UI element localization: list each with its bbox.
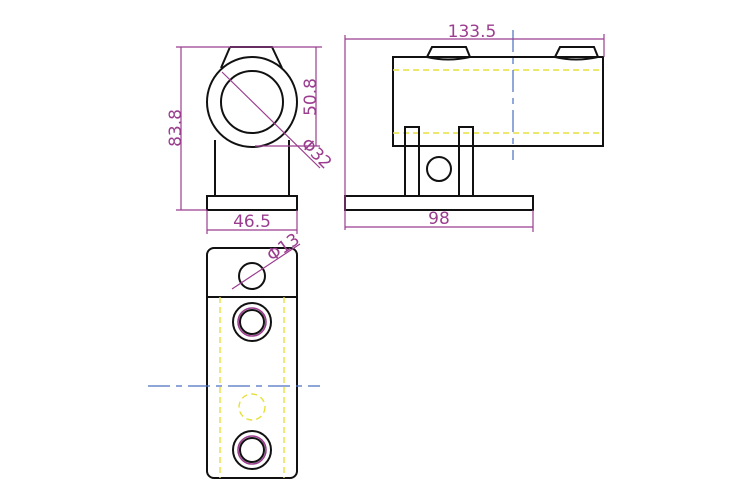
- counterbore-mid-1: [237, 307, 267, 337]
- side-view: 133.5 98: [344, 22, 605, 232]
- top-hole: [238, 262, 266, 290]
- saddle-bump-1: [425, 46, 472, 61]
- counterbore-inner-1: [239, 309, 265, 335]
- saddle-bump-2: [553, 46, 600, 61]
- dim-50-8-label: 50.8: [301, 78, 321, 116]
- dim-phi32-label: Φ32: [296, 134, 335, 173]
- base-plate: [206, 195, 298, 211]
- stem: [214, 140, 290, 196]
- front-view: 83.8 50.8 Φ32 46.5: [166, 46, 335, 234]
- dim-line-phi32: [221, 71, 321, 169]
- side-base-plate: [344, 195, 534, 211]
- dim-98-label: 98: [428, 209, 450, 229]
- dim-line-83-8: [176, 46, 322, 211]
- hidden-side-lines: [219, 297, 285, 478]
- dim-46-5-label: 46.5: [233, 212, 271, 232]
- dim-line-50-8: [255, 47, 320, 147]
- counterbore-outer-2: [232, 430, 272, 470]
- bottom-view: Φ13: [148, 230, 320, 479]
- pin-hole: [426, 156, 452, 182]
- counterbore-inner-2: [239, 437, 265, 463]
- tube-outer-circle: [206, 56, 298, 148]
- hidden-hole: [238, 393, 266, 421]
- post-right: [458, 126, 474, 197]
- bottom-outline: [206, 247, 298, 479]
- dim-133-5-label: 133.5: [448, 22, 497, 42]
- dim-83-8-label: 83.8: [166, 109, 186, 147]
- tube-body: [392, 56, 604, 147]
- dim-line-98: [345, 210, 534, 232]
- dim-line-phi13: [231, 243, 301, 290]
- dim-line-133-5: [344, 34, 605, 230]
- counterbore-outer-1: [232, 302, 272, 342]
- hidden-bore-lines: [393, 69, 603, 134]
- counterbore-mid-2: [237, 435, 267, 465]
- dim-line-46-5: [206, 210, 298, 234]
- tube-inner-circle: [220, 70, 284, 134]
- post-left: [404, 126, 420, 197]
